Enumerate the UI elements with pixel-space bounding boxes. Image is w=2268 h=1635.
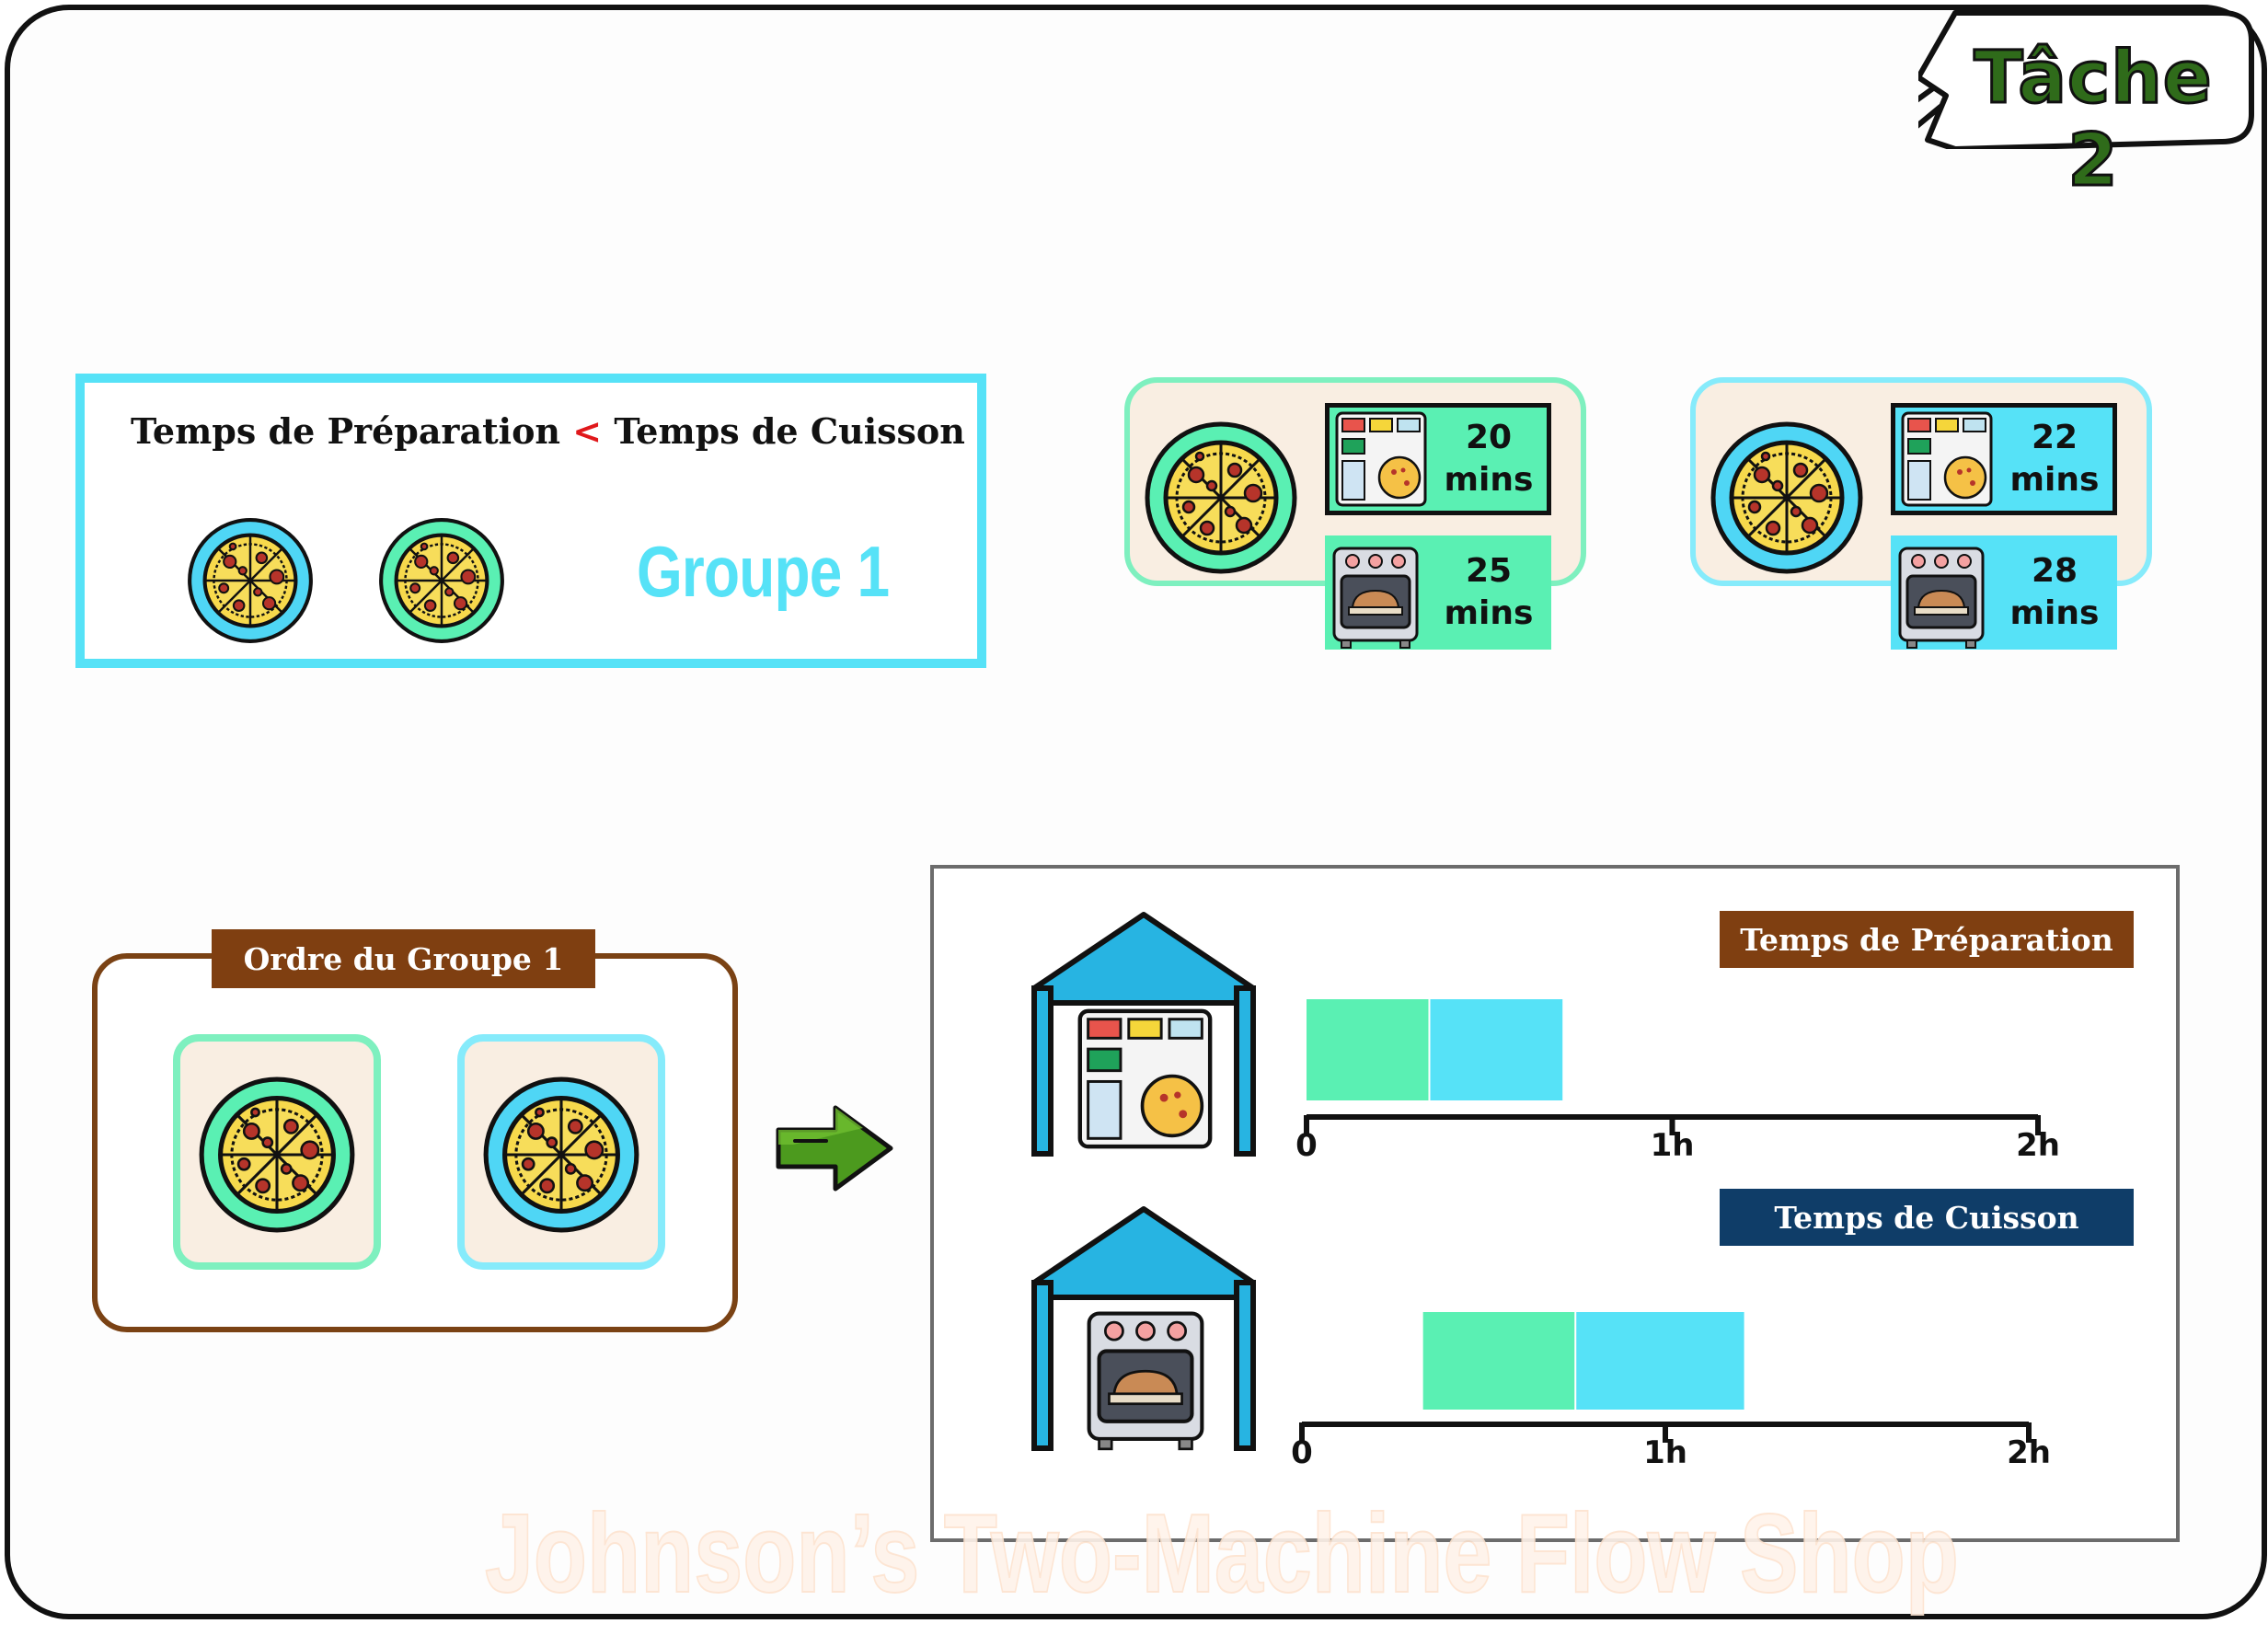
gantt-bar-1-2 — [1430, 999, 1563, 1100]
rule-operator: < — [572, 410, 603, 452]
rule-right-term: Temps de Cuisson — [614, 410, 965, 452]
gantt-tick-label: 0 — [1291, 1434, 1313, 1471]
gantt-tick-label: 2h — [2007, 1434, 2051, 1471]
legend-cooking: Temps de Cuisson — [1720, 1189, 2134, 1246]
arrow-right-icon — [776, 1105, 893, 1192]
legend-preparation: Temps de Préparation — [1720, 911, 2134, 968]
cook-time-unit: mins — [1444, 594, 1534, 632]
gantt-tick-label: 0 — [1295, 1127, 1318, 1164]
cook-time-value: 28 — [2031, 552, 2078, 590]
watermark: Johnson’s Two-Machine Flow Shop — [484, 1490, 1959, 1617]
task-label: Tâche 2 — [1973, 36, 2213, 204]
prep-time-value: 22 — [2031, 419, 2078, 456]
order-card-1 — [173, 1034, 381, 1270]
cook-time-value: 25 — [1465, 552, 1513, 590]
gantt-tick-label: 1h — [1643, 1434, 1687, 1471]
group-label: Groupe 1 — [637, 531, 890, 612]
gantt-bar-2-1 — [1422, 1312, 1575, 1410]
order-card-2 — [457, 1034, 665, 1270]
prep-time-unit: mins — [1444, 461, 1534, 499]
cook-time-unit: mins — [2009, 594, 2100, 632]
prep-time-cell: 20 mins — [1325, 403, 1551, 515]
order-title: Ordre du Groupe 1 — [212, 929, 595, 988]
prep-time-cell: 22 mins — [1891, 403, 2117, 515]
task-tag-shape — [1918, 10, 2254, 149]
gantt-tick-label: 1h — [1651, 1127, 1695, 1164]
job-card-2: 22 mins 28 mins — [1690, 377, 2152, 650]
rule-left-term: Temps de Préparation — [131, 410, 561, 452]
rule-box: Temps de Préparation < Temps de Cuisson … — [75, 374, 986, 668]
prep-time-value: 20 — [1465, 419, 1513, 456]
gantt-bar-2-2 — [1576, 1312, 1744, 1410]
oven-station-icon — [1031, 1206, 1256, 1451]
prep-time-unit: mins — [2009, 461, 2100, 499]
gantt-bar-1-1 — [1307, 999, 1429, 1100]
rule-statement: Temps de Préparation < Temps de Cuisson — [131, 410, 965, 452]
cook-time-cell: 28 mins — [1891, 535, 2117, 650]
gantt-tick-label: 2h — [2016, 1127, 2060, 1164]
cook-time-cell: 25 mins — [1325, 535, 1551, 650]
kitchen-station-icon — [1031, 912, 1256, 1157]
job-card-1: 20 mins 25 mins — [1124, 377, 1586, 650]
